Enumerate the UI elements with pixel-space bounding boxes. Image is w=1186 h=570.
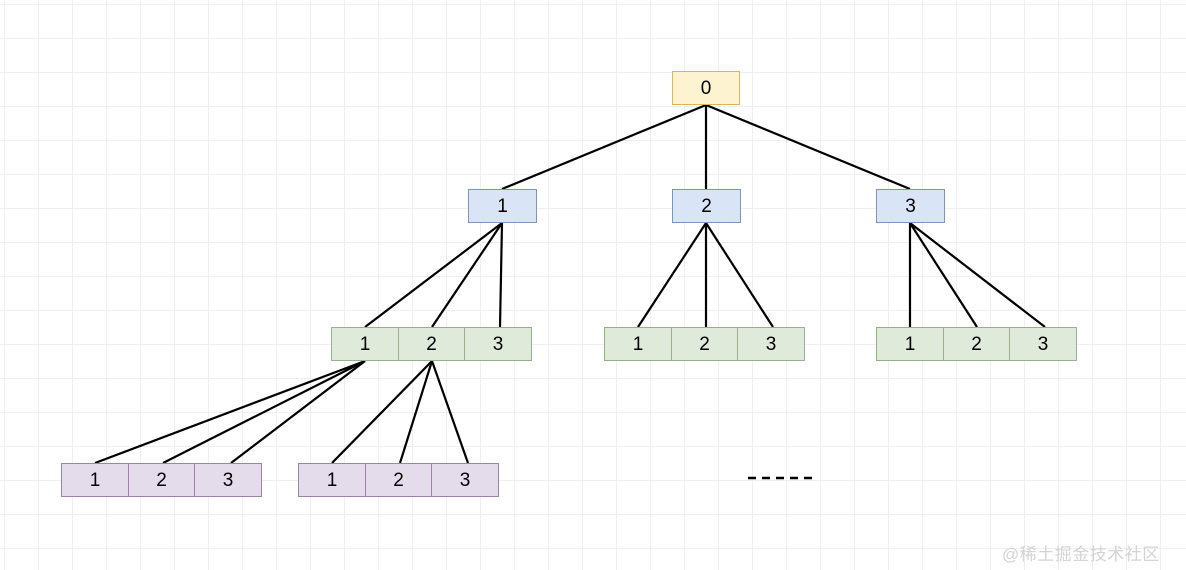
edge-node-1-to-green-left-cell-3 — [498, 222, 504, 328]
edge-root-to-node-1 — [501, 103, 707, 191]
array-cell-green-left-2[interactable]: 2 — [397, 327, 466, 361]
tree-node-level1-1-label: 1 — [497, 195, 508, 217]
array-cell-green-middle-2-label: 2 — [699, 333, 710, 355]
array-cell-purple-left-1-label: 1 — [89, 469, 101, 491]
watermark-text: @稀土掘金技术社区 — [1002, 545, 1160, 564]
array-cell-green-left-1[interactable]: 1 — [331, 327, 399, 361]
edge-node-2-to-green-mid-cell-1 — [637, 222, 707, 328]
array-cell-purple-right-2[interactable]: 2 — [364, 463, 433, 497]
array-cell-green-right-3[interactable]: 3 — [1009, 327, 1077, 361]
edge-root-to-node-3 — [705, 103, 911, 191]
array-cell-purple-right-3[interactable]: 3 — [431, 463, 499, 497]
tree-node-level1-2[interactable]: 2 — [672, 189, 741, 223]
array-cell-green-left-3[interactable]: 3 — [464, 327, 532, 361]
array-cell-green-middle-1[interactable]: 1 — [604, 327, 672, 361]
array-cell-purple-left-3-label: 3 — [222, 469, 234, 491]
tree-node-level1-3[interactable]: 3 — [876, 189, 945, 223]
edge-node-1-to-green-left-cell-2 — [431, 222, 503, 328]
array-cell-purple-left-3[interactable]: 3 — [194, 463, 262, 497]
tree-node-level1-2-label: 2 — [701, 195, 712, 217]
array-cell-green-left-1-label: 1 — [359, 333, 371, 355]
edge-node-3-to-green-right-cell-3 — [909, 222, 1046, 328]
array-cell-purple-left-2[interactable]: 2 — [127, 463, 196, 497]
edge-node-2-to-green-mid-cell-3 — [705, 222, 774, 328]
array-cell-purple-right-2-label: 2 — [393, 469, 404, 491]
array-cell-purple-right-1-label: 1 — [326, 469, 338, 491]
edge-green-left-cell-1-to-purple-left-cell-1 — [94, 359, 366, 465]
edge-node-1-to-green-left-cell-1 — [364, 222, 503, 328]
tree-node-root-label: 0 — [700, 77, 712, 99]
edge-green-left-cell-1-to-purple-left-cell-3 — [230, 360, 366, 464]
array-cell-green-middle-3-label: 3 — [765, 333, 777, 355]
edge-green-left-cell-2-to-purple-right-cell-3 — [430, 360, 470, 464]
array-strip-green-right: 1 2 3 — [876, 327, 1077, 361]
array-strip-purple-left: 1 2 3 — [61, 463, 262, 497]
array-cell-green-right-1[interactable]: 1 — [876, 327, 944, 361]
edge-node-3-to-green-right-cell-2 — [909, 222, 978, 328]
array-cell-green-right-2[interactable]: 2 — [942, 327, 1011, 361]
array-strip-green-left: 1 2 3 — [331, 327, 532, 361]
tree-node-level1-3-label: 3 — [905, 195, 916, 217]
array-cell-green-right-3-label: 3 — [1037, 333, 1049, 355]
array-cell-green-left-3-label: 3 — [492, 333, 504, 355]
array-strip-purple-right: 1 2 3 — [298, 463, 499, 497]
edge-green-left-cell-1-to-purple-left-cell-2 — [162, 360, 366, 464]
array-cell-green-left-2-label: 2 — [426, 333, 437, 355]
array-cell-green-middle-1-label: 1 — [632, 333, 644, 355]
array-cell-purple-right-1[interactable]: 1 — [298, 463, 366, 497]
array-cell-purple-left-2-label: 2 — [156, 469, 167, 491]
tree-node-level1-1[interactable]: 1 — [468, 189, 537, 223]
edge-green-left-cell-2-to-purple-right-cell-1 — [331, 360, 433, 464]
array-cell-purple-right-3-label: 3 — [459, 469, 471, 491]
array-cell-purple-left-1[interactable]: 1 — [61, 463, 129, 497]
edge-green-left-cell-2-to-purple-right-cell-2 — [398, 360, 434, 464]
tree-node-root[interactable]: 0 — [672, 71, 740, 105]
array-cell-green-right-1-label: 1 — [904, 333, 916, 355]
array-cell-green-middle-2[interactable]: 2 — [670, 327, 739, 361]
array-cell-green-right-2-label: 2 — [971, 333, 982, 355]
array-cell-green-middle-3[interactable]: 3 — [737, 327, 805, 361]
array-strip-green-middle: 1 2 3 — [604, 327, 805, 361]
